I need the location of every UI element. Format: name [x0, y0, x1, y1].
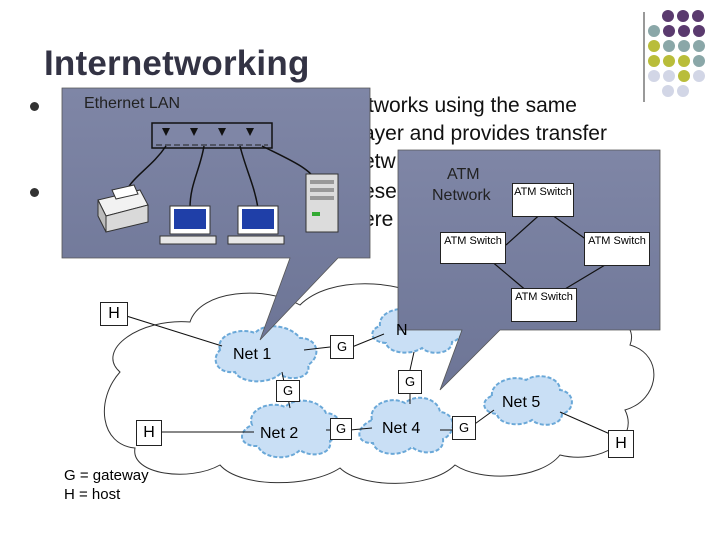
workstation-icon-1 — [159, 205, 217, 245]
ethernet-hub — [151, 122, 273, 149]
decorative-dot — [648, 55, 660, 67]
atm-switch-left-label: ATM Switch — [444, 235, 502, 247]
atm-switch-bottom-label: ATM Switch — [515, 291, 573, 303]
net5-cloud — [483, 375, 573, 426]
atm-switch-bottom: ATM Switch — [511, 288, 577, 322]
gateway-1: G — [330, 335, 354, 359]
printer-icon — [97, 184, 149, 233]
host-bottom-left: H — [136, 420, 162, 446]
bullet-dot-1 — [30, 102, 39, 111]
decorative-dot — [663, 40, 675, 52]
decorative-dot-grid — [643, 10, 705, 102]
bullet-dot-2 — [30, 188, 39, 197]
decorative-dot — [648, 40, 660, 52]
decorative-dot — [693, 40, 705, 52]
decorative-dot — [677, 85, 689, 97]
gateway-5: G — [452, 416, 476, 440]
slide-title: Internetworking — [44, 44, 310, 83]
atm-switch-left: ATM Switch — [440, 232, 506, 264]
decorative-dot — [678, 55, 690, 67]
legend: G = gateway H = host — [64, 466, 149, 504]
net5-label: Net 5 — [502, 394, 541, 411]
decorative-dot — [678, 40, 690, 52]
gateway-4: G — [330, 418, 352, 440]
server-tower-icon — [305, 173, 339, 233]
decorative-dot — [678, 70, 690, 82]
bullet-text-line-1: tworks using the same — [368, 94, 577, 117]
workstation-icon-2 — [227, 205, 285, 245]
gateway-2: G — [276, 380, 300, 402]
atm-switch-top-right: ATM Switch — [512, 183, 574, 217]
decorative-dot — [663, 55, 675, 67]
bullet-text-line-5: ere — [363, 208, 394, 231]
legend-host: H = host — [64, 486, 121, 503]
atm-switch-top-right-label: ATM Switch — [514, 186, 572, 198]
atm-switch-right-label: ATM Switch — [588, 235, 646, 247]
ethernet-lan-label: Ethernet LAN — [84, 95, 181, 112]
net1-cloud — [214, 325, 318, 383]
atm-network-label-line2: Network — [432, 187, 491, 204]
decorative-dot — [648, 25, 660, 37]
net2-label: Net 2 — [260, 425, 299, 442]
host-bottom-right: H — [608, 430, 634, 458]
decorative-dot — [677, 10, 689, 22]
decorative-dot — [678, 25, 690, 37]
host-top-left: H — [100, 302, 128, 326]
decorative-dot — [662, 10, 674, 22]
decorative-dot — [662, 85, 674, 97]
bullet-text-line-2: ayer and provides transfer — [363, 122, 607, 145]
atm-callout-shape — [397, 149, 661, 391]
net2-cloud — [241, 399, 342, 459]
decorative-dot — [648, 70, 660, 82]
decorative-dot — [663, 25, 675, 37]
atm-switch-right: ATM Switch — [584, 232, 650, 266]
bullet-text-line-3: etw — [363, 150, 396, 173]
atm-network-label-line1: ATM — [447, 166, 480, 183]
legend-gateway: G = gateway — [64, 467, 149, 484]
net4-label: Net 4 — [382, 420, 421, 437]
decorative-dot — [693, 55, 705, 67]
bullet-text-line-4: ese — [363, 180, 397, 203]
decorative-dot — [693, 70, 705, 82]
ethernet-callout-shape — [61, 87, 371, 341]
net3-label: N — [396, 322, 408, 339]
decorative-dot — [693, 25, 705, 37]
net4-cloud — [358, 396, 454, 455]
net1-label: Net 1 — [233, 346, 272, 363]
decorative-dot — [692, 10, 704, 22]
decorative-dot — [663, 70, 675, 82]
gateway-3: G — [398, 370, 422, 394]
